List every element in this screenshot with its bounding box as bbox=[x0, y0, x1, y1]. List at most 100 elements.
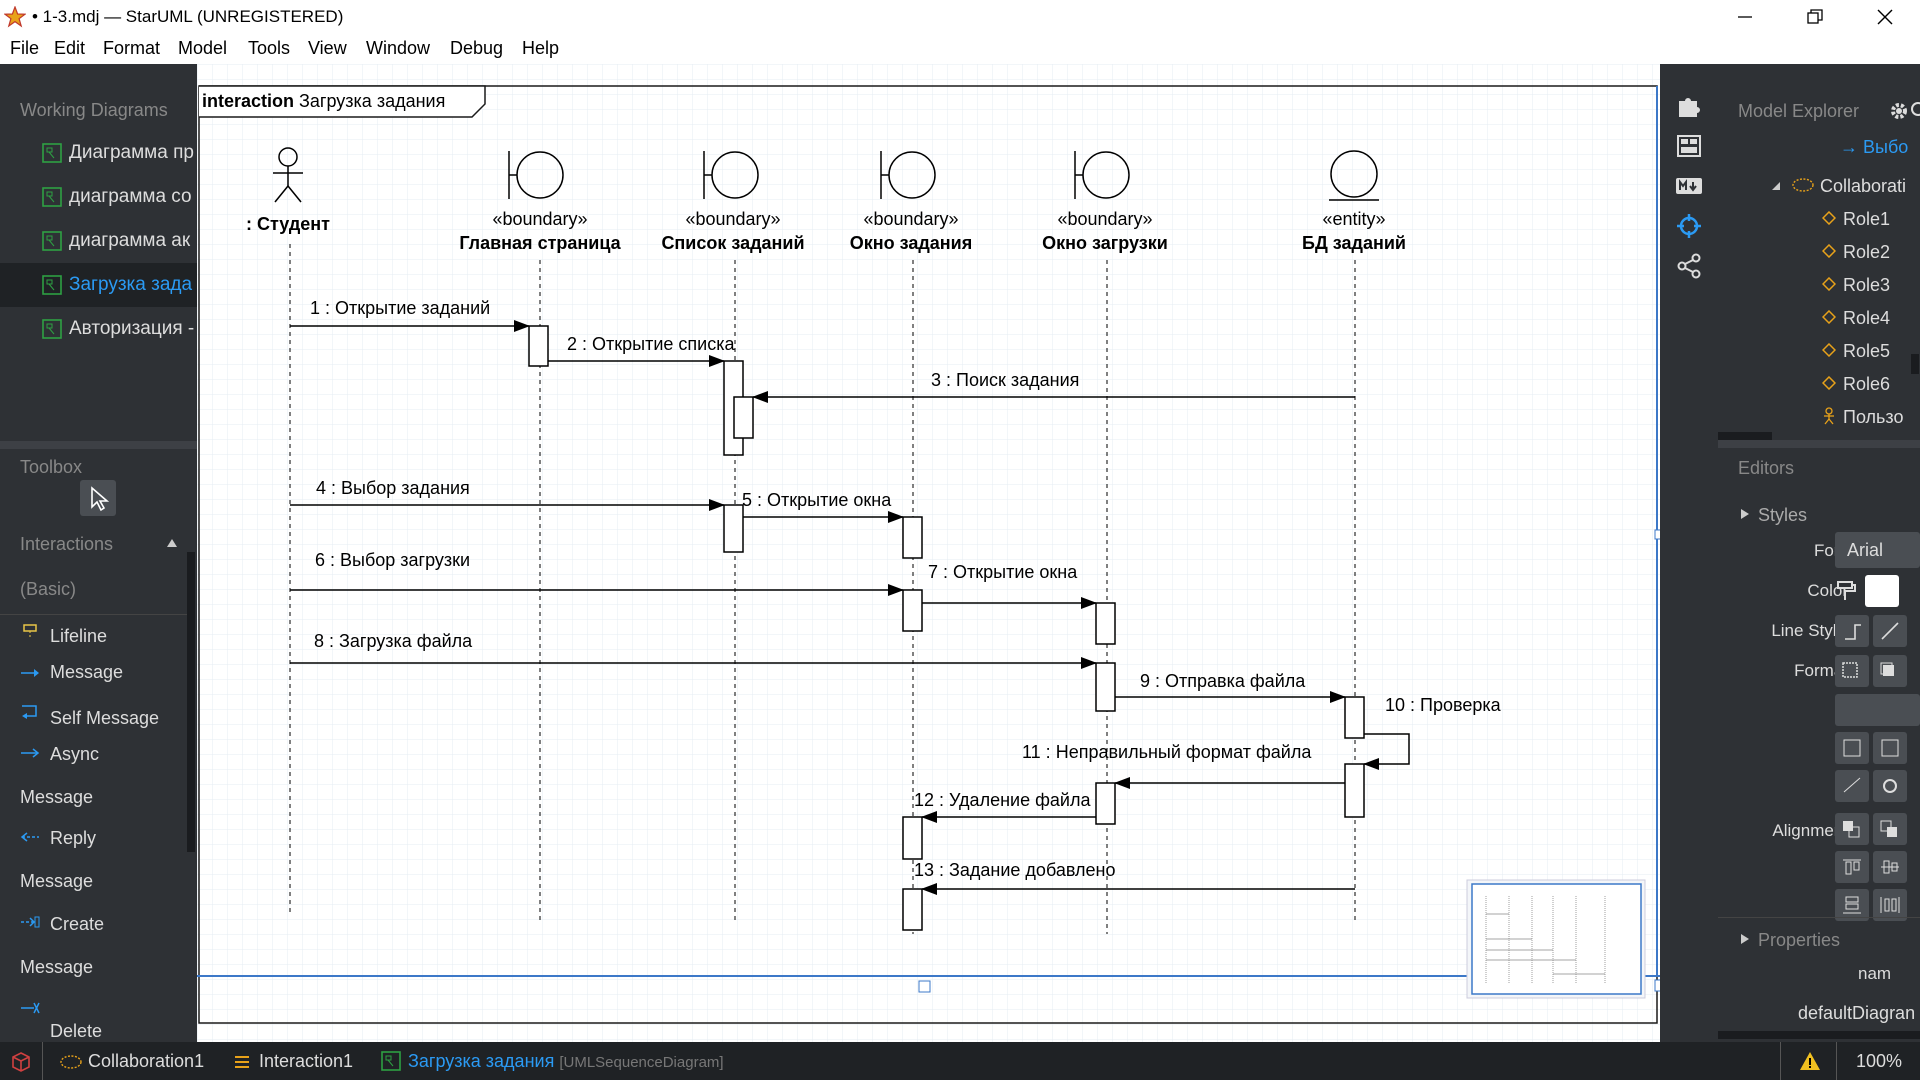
share-icon[interactable] bbox=[1675, 252, 1703, 280]
breadcrumb-diagram[interactable]: Загрузка задания [UMLSequenceDiagram] bbox=[408, 1051, 724, 1072]
toolbox-reply[interactable]: Reply bbox=[50, 828, 97, 848]
activation-bar[interactable] bbox=[902, 888, 923, 931]
activation-bar[interactable] bbox=[528, 325, 549, 367]
lifeline-student[interactable] bbox=[273, 147, 303, 203]
activation-bar[interactable] bbox=[723, 504, 744, 553]
message-label[interactable]: 3 : Поиск задания bbox=[931, 370, 1079, 390]
align-button[interactable] bbox=[1873, 813, 1907, 845]
breadcrumb-collaboration[interactable]: Collaboration1 bbox=[88, 1051, 205, 1071]
message-label[interactable]: 4 : Выбор задания bbox=[316, 478, 470, 498]
tree-item-label[interactable]: Role4 bbox=[1843, 308, 1891, 328]
align-button[interactable] bbox=[1835, 889, 1869, 921]
search-icon[interactable] bbox=[1910, 100, 1920, 122]
minimize-button[interactable] bbox=[1710, 0, 1780, 34]
navigator-crosshair-icon[interactable] bbox=[1675, 212, 1703, 240]
working-diagram-item[interactable]: Авторизация - bbox=[0, 307, 197, 351]
close-button[interactable] bbox=[1850, 0, 1920, 34]
properties-section[interactable]: Properties bbox=[1758, 930, 1841, 950]
tree-item-label[interactable]: Role2 bbox=[1843, 242, 1891, 262]
activation-bar[interactable] bbox=[1095, 782, 1116, 825]
tree-item-label[interactable]: Role5 bbox=[1843, 341, 1891, 361]
toolbox-reply-message[interactable]: Message bbox=[20, 871, 94, 891]
line-style-rectilinear-button[interactable] bbox=[1835, 615, 1869, 647]
menu-format[interactable]: Format bbox=[103, 38, 161, 58]
format-shadow-button[interactable] bbox=[1873, 655, 1907, 687]
message-label[interactable]: 10 : Проверка bbox=[1385, 695, 1502, 715]
tree-item-label[interactable]: Role6 bbox=[1843, 374, 1891, 394]
breadcrumb-interaction[interactable]: Interaction1 bbox=[259, 1051, 354, 1071]
menu-tools[interactable]: Tools bbox=[248, 38, 291, 58]
expand-arrow-icon[interactable] bbox=[1740, 933, 1750, 945]
working-diagram-item[interactable]: Диаграмма пр bbox=[0, 131, 197, 175]
line-style-oblique-button[interactable] bbox=[1873, 615, 1907, 647]
color-swatch[interactable] bbox=[1865, 575, 1899, 607]
toolbox-group-interactions[interactable]: Interactions bbox=[20, 534, 114, 554]
format-button[interactable] bbox=[1873, 770, 1907, 802]
format-autoresize-button[interactable] bbox=[1835, 655, 1869, 687]
markdown-icon[interactable] bbox=[1675, 172, 1703, 200]
gear-icon[interactable] bbox=[1888, 100, 1910, 122]
toolbox-async-message[interactable]: Message bbox=[20, 787, 94, 807]
activation-bar[interactable] bbox=[733, 396, 754, 439]
message-label[interactable]: 6 : Выбор загрузки bbox=[315, 550, 470, 570]
message-label[interactable]: 8 : Загрузка файла bbox=[314, 631, 473, 651]
minimap[interactable] bbox=[1466, 879, 1646, 999]
layout-icon[interactable] bbox=[1675, 132, 1703, 160]
format-button[interactable] bbox=[1835, 770, 1869, 802]
toolbox-lifeline[interactable]: Lifeline bbox=[50, 626, 108, 646]
activation-bar[interactable] bbox=[1095, 662, 1116, 712]
activation-bar[interactable] bbox=[902, 516, 923, 559]
toolbox-async[interactable]: Async bbox=[50, 744, 100, 764]
horizontal-scrollbar[interactable] bbox=[1718, 1031, 1920, 1039]
horizontal-scrollbar[interactable] bbox=[1718, 432, 1772, 440]
paint-roller-icon[interactable] bbox=[1835, 580, 1857, 602]
warning-icon[interactable] bbox=[1799, 1051, 1821, 1071]
panel-divider[interactable] bbox=[1718, 440, 1920, 448]
message-label[interactable]: 2 : Открытие списка bbox=[567, 334, 735, 354]
working-diagram-item[interactable]: диаграмма со bbox=[0, 175, 197, 219]
activation-bar[interactable] bbox=[902, 816, 923, 860]
lifeline-name[interactable]: БД заданий bbox=[1302, 233, 1406, 253]
self-message-arrow[interactable] bbox=[1363, 733, 1410, 770]
activation-bar[interactable] bbox=[902, 589, 923, 632]
tree-item-label[interactable]: Role1 bbox=[1843, 209, 1891, 229]
toolbox-scrollbar[interactable] bbox=[187, 552, 195, 852]
message-label[interactable]: 5 : Открытие окна bbox=[742, 490, 892, 510]
align-button[interactable] bbox=[1835, 851, 1869, 883]
menu-view[interactable]: View bbox=[308, 38, 347, 58]
message-label[interactable]: 11 : Неправильный формат файла bbox=[1022, 742, 1312, 762]
menu-edit[interactable]: Edit bbox=[54, 38, 86, 58]
tree-item-label[interactable]: Collaborati bbox=[1820, 176, 1907, 196]
working-diagram-item[interactable]: диаграмма ак bbox=[0, 219, 197, 263]
message-label[interactable]: 9 : Отправка файла bbox=[1140, 671, 1306, 691]
message-label[interactable]: 1 : Открытие заданий bbox=[310, 298, 490, 318]
working-diagram-item-selected[interactable]: Загрузка зада bbox=[0, 263, 197, 307]
align-button[interactable] bbox=[1835, 813, 1869, 845]
tree-item-selected[interactable]: → Выбо bbox=[1718, 131, 1920, 163]
activation-bar[interactable] bbox=[1095, 602, 1116, 645]
toolbox-self-message[interactable]: Self Message bbox=[50, 708, 160, 728]
tree-item-label[interactable]: Пользо bbox=[1843, 407, 1904, 427]
format-input[interactable] bbox=[1835, 694, 1920, 726]
resize-handle[interactable] bbox=[1654, 979, 1660, 992]
extensions-puzzle-icon[interactable] bbox=[1675, 92, 1703, 120]
toolbox-create-message[interactable]: Message bbox=[20, 957, 94, 977]
panel-divider[interactable] bbox=[0, 441, 197, 449]
styles-section[interactable]: Styles bbox=[1758, 505, 1808, 525]
lifeline-name[interactable]: Список заданий bbox=[661, 233, 804, 253]
format-button[interactable] bbox=[1835, 732, 1869, 764]
resize-handle[interactable] bbox=[918, 980, 931, 993]
message-label[interactable]: 12 : Удаление файла bbox=[914, 790, 1091, 810]
activation-bar[interactable] bbox=[1344, 763, 1365, 818]
select-tool-button[interactable] bbox=[80, 480, 116, 516]
name-value[interactable]: defaultDiagran bbox=[1798, 1003, 1916, 1023]
restore-button[interactable] bbox=[1780, 0, 1850, 34]
expand-arrow-icon[interactable] bbox=[1740, 508, 1750, 520]
format-button[interactable] bbox=[1873, 732, 1907, 764]
font-select[interactable]: Arial bbox=[1835, 532, 1920, 568]
align-button[interactable] bbox=[1873, 889, 1907, 921]
toolbox-create[interactable]: Create bbox=[50, 914, 105, 934]
toolbox-message[interactable]: Message bbox=[50, 662, 124, 682]
menu-debug[interactable]: Debug bbox=[450, 38, 504, 58]
vertical-scrollbar[interactable] bbox=[1911, 354, 1919, 374]
